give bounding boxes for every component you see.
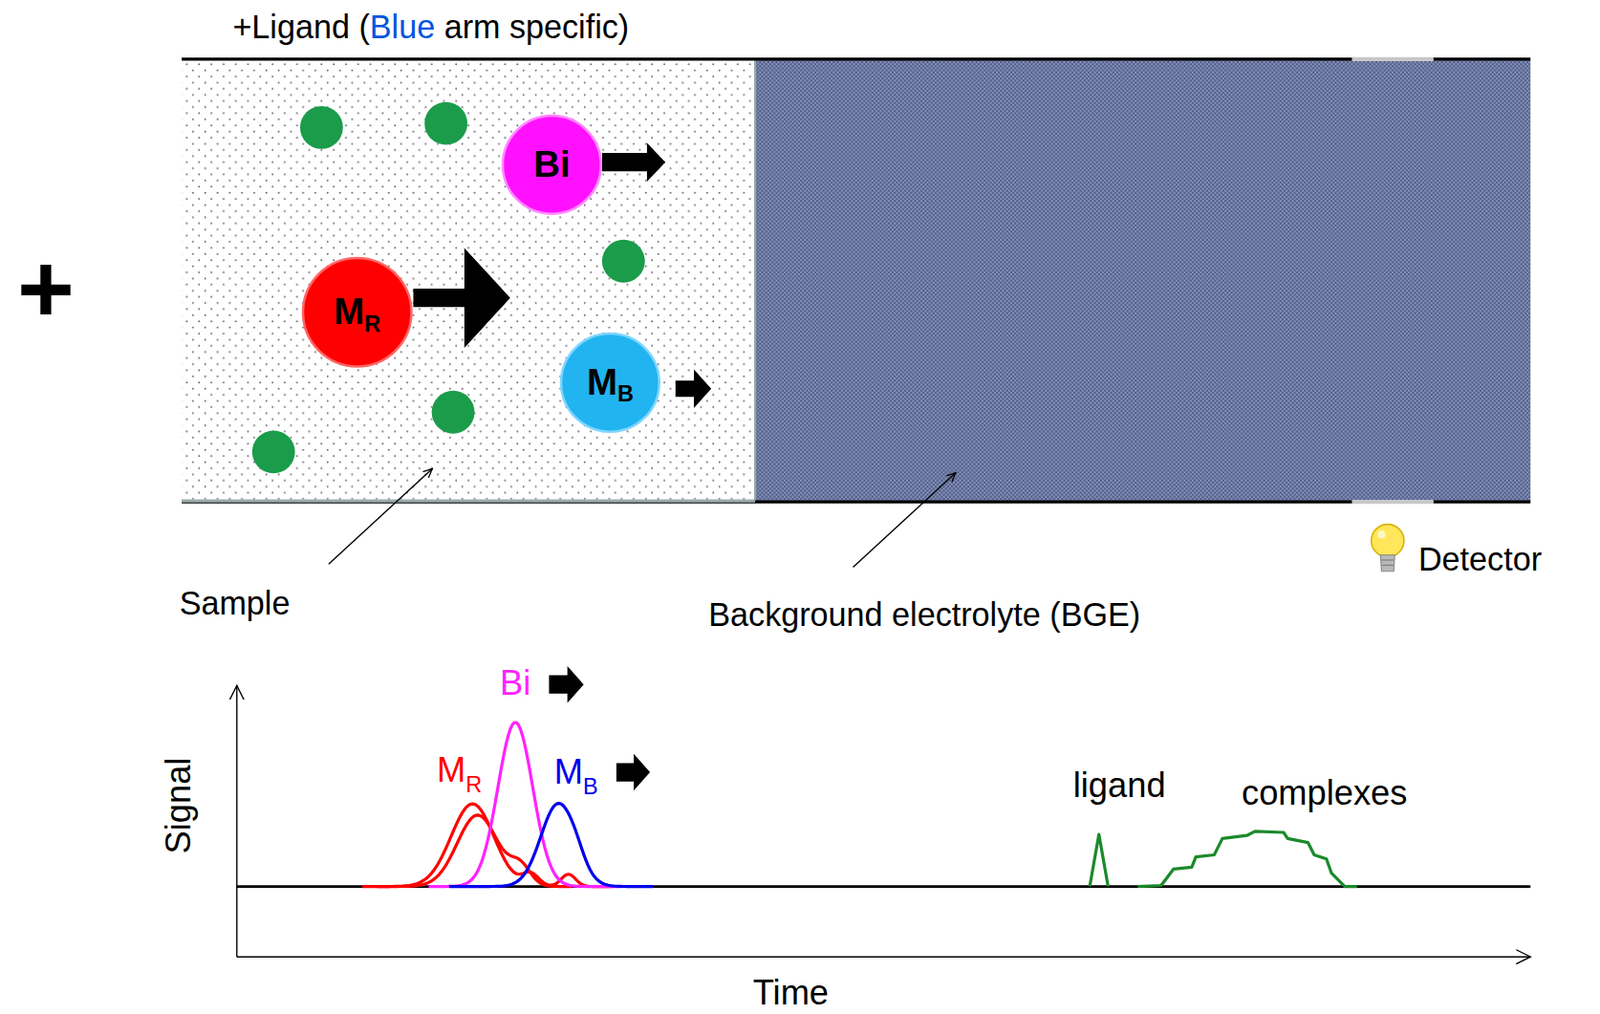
- plus-sign: +: [17, 239, 75, 338]
- peak-label: M: [436, 753, 466, 788]
- node-text: MB: [559, 331, 662, 434]
- node-text: MR: [301, 256, 413, 368]
- peak-label: ligand: [1073, 768, 1167, 803]
- mb-molecule: MB: [559, 331, 662, 434]
- mr-molecule: MR: [301, 256, 413, 368]
- molecule-name: M: [586, 364, 618, 401]
- leader-line: [328, 469, 433, 564]
- axis-label: Signal: [161, 757, 196, 855]
- sample-zone: [181, 60, 756, 501]
- peak-label: complexes: [1241, 775, 1407, 810]
- bi-molecule: Bi: [500, 113, 604, 217]
- traces: [362, 722, 1358, 887]
- bi-peak: [428, 722, 623, 887]
- peak-subscript: R: [465, 774, 482, 797]
- heading-text: +Ligand (: [232, 10, 369, 44]
- capillary: [181, 59, 1531, 502]
- mb-peak: [449, 803, 653, 887]
- heading: +Ligand (Blue arm specific): [232, 10, 629, 44]
- leader-line: [853, 473, 956, 567]
- complex-peak: [1137, 831, 1357, 887]
- detector-window: [1351, 57, 1433, 62]
- ligand-peak: [1089, 834, 1108, 887]
- heading-text: arm specific): [434, 10, 629, 44]
- molecule-circle-shape: [302, 258, 411, 367]
- capillary-wall: [181, 57, 1531, 61]
- molecule-name: M: [333, 293, 365, 330]
- detector-window: [1351, 499, 1433, 504]
- bge-label: Background electrolyte (BGE): [708, 598, 1141, 631]
- heading-text: Blue: [369, 10, 435, 44]
- capillary-wall: [181, 500, 1531, 504]
- chart-axes: [237, 685, 1531, 957]
- detector-bulb: [1371, 524, 1405, 572]
- migration-arrows: [412, 142, 712, 791]
- molecule-circle-shape: [502, 115, 602, 215]
- peak-subscript: B: [583, 776, 599, 799]
- detector-label: Detector: [1418, 542, 1542, 576]
- node-text: Bi: [500, 113, 604, 217]
- sample-label: Sample: [179, 586, 291, 620]
- peak-label: M: [554, 755, 584, 790]
- molecule-subscript: B: [617, 383, 634, 406]
- molecule-circle-shape: [561, 333, 660, 433]
- bge-zone: [755, 60, 1531, 501]
- molecule-name: Bi: [533, 146, 570, 183]
- peak-label: Bi: [499, 666, 531, 701]
- molecule-subscript: R: [364, 313, 381, 336]
- axis-label: Time: [753, 975, 829, 1011]
